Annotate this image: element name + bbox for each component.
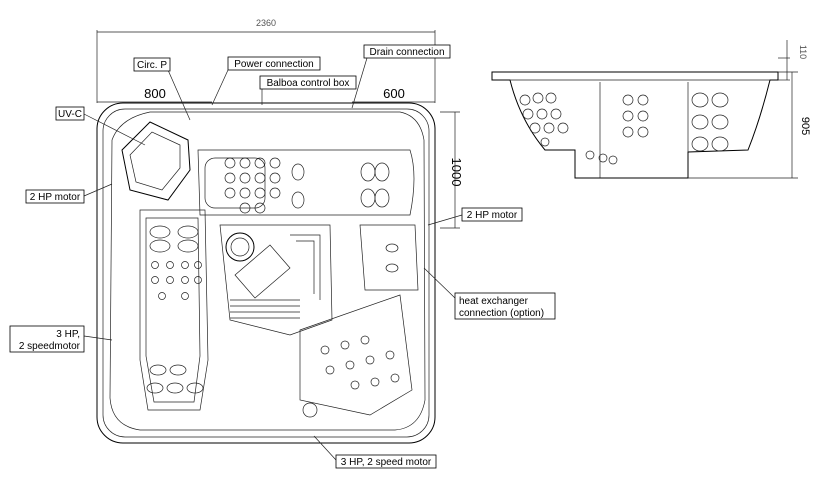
callout-circ-p-label: Circ. P — [137, 60, 167, 71]
callout-3hp-motor-left-line2: 2 speedmotor — [19, 341, 81, 352]
callout-power-connection-label: Power connection — [234, 59, 314, 70]
callout-drain-connection: Drain connection — [363, 44, 451, 59]
right-seat — [359, 224, 419, 291]
callout-3hp-motor-left: 3 HP, 2 speedmotor — [9, 325, 85, 353]
callout-drain-connection-label: Drain connection — [369, 47, 444, 58]
callout-uv-c-label: UV-C — [58, 109, 82, 120]
callout-2hp-motor-left-label: 2 HP motor — [30, 192, 81, 203]
callout-heat-exchanger: heat exchanger connection (option) — [454, 292, 556, 320]
callout-power-connection: Power connection — [227, 56, 321, 71]
lounger-left — [139, 209, 209, 411]
dim-right-seat: 600 — [383, 86, 405, 101]
callout-3hp-motor-bottom-label: 3 HP, 2 speed motor — [341, 457, 432, 468]
spa-inner-basin — [109, 111, 426, 431]
corner-seat-bottom-right — [299, 294, 413, 418]
callout-uv-c: UV-C — [55, 106, 85, 121]
spa-top-view — [96, 102, 436, 444]
callout-2hp-motor-left: 2 HP motor — [25, 189, 85, 204]
dim-overall-width: 2360 — [256, 18, 276, 28]
callout-3hp-motor-bottom: 3 HP, 2 speed motor — [335, 454, 437, 469]
dim-rim-height: 110 — [798, 45, 808, 59]
callout-2hp-motor-right: 2 HP motor — [461, 207, 523, 222]
callout-balboa-control-box-label: Balboa control box — [267, 78, 350, 89]
callout-2hp-motor-right-label: 2 HP motor — [467, 210, 518, 221]
dimension-lines — [96, 30, 798, 229]
spa-rim — [102, 108, 430, 438]
callout-circ-p: Circ. P — [133, 57, 171, 72]
uv-c-filter-box — [121, 121, 191, 201]
center-footwell — [219, 224, 333, 336]
callout-3hp-motor-left-line1: 3 HP, — [56, 329, 80, 340]
spa-side-view — [491, 71, 779, 179]
spa-outer-shell — [96, 102, 436, 444]
dim-lounger-length: 1000 — [449, 158, 464, 187]
dim-left-seat: 800 — [144, 86, 166, 101]
dim-side-height: 905 — [799, 117, 811, 135]
callout-leaders — [83, 57, 463, 461]
callout-balboa-control-box: Balboa control box — [259, 75, 357, 90]
callout-heat-exchanger-line2: connection (option) — [459, 308, 544, 319]
top-seat-area — [197, 149, 415, 216]
callout-heat-exchanger-line1: heat exchanger — [459, 296, 529, 307]
